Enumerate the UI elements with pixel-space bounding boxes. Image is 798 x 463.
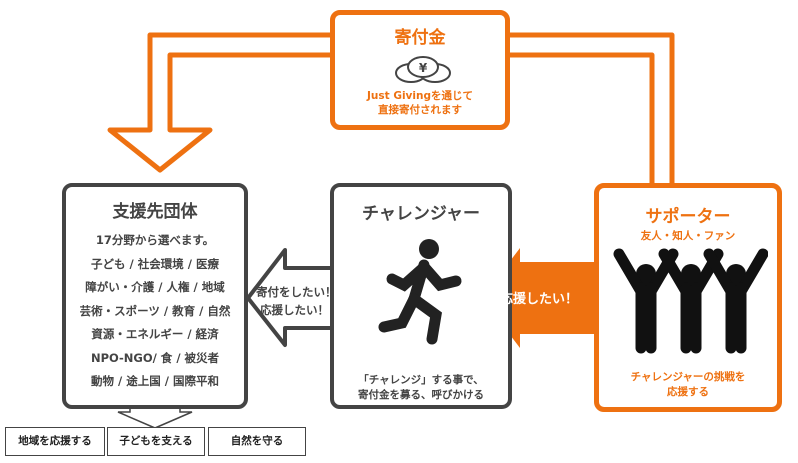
org-box: 支援先団体 17分野から選べます。 子ども / 社会環境 / 医療 障がい・介護… [62,183,248,409]
arrow-left-line2: 応援したい！ [260,303,329,317]
yen-coins-icon: ¥ [395,56,451,83]
running-person-icon [378,239,462,345]
challenger-desc2: 寄付金を募る、呼びかける [358,389,484,401]
svg-text:¥: ¥ [419,61,428,75]
org-field: 障がい・介護 / 人権 / 地域 [85,280,225,294]
donation-line2: 直接寄付されます [378,104,462,116]
donation-title: 寄付金 [394,28,446,48]
challenger-title: チャレンジャー [362,204,480,224]
org-field: 動物 / 途上国 / 国際平和 [91,374,219,388]
org-field: 子ども / 社会環境 / 医療 [91,256,219,271]
cheer-arrow-label: 応援したい！ [500,292,579,307]
support-arrow-grey [246,248,330,347]
cheering-people-icon [613,248,768,354]
supporter-desc2: 応援する [667,386,709,398]
category-box: 地域を応援する [5,427,105,456]
org-field: 資源・エネルギー / 経済 [91,327,219,341]
challenger-desc1: 「チャレンジ」する事で、 [358,374,484,386]
org-field: 芸術・スポーツ / 教育 / 自然 [79,303,231,318]
supporter-desc1: チャレンジャーの挑戦を [630,371,746,383]
donation-box: 寄付金 ¥ Just Givingを通じて直接寄付されます [330,10,510,130]
arrow-left-line1: 寄付をしたい！ [256,285,337,299]
challenger-box: チャレンジャー 「チャレンジ」する事で、寄付金を募る、呼びかける [330,183,512,409]
supporter-title: サポーター [645,207,731,227]
donation-line1: Just Givingを通じて [367,90,473,102]
supporter-box: サポーター 友人・知人・ファン チャレンジャーの挑戦を応援する [594,183,782,412]
supporter-subtitle: 友人・知人・ファン [640,230,736,242]
org-title: 支援先団体 [112,202,198,222]
category-box: 自然を守る [208,427,306,456]
org-field: NPO-NGO/ 食 / 被災者 [90,350,220,365]
category-box: 子どもを支える [107,427,205,456]
org-subtitle: 17分野から選べます。 [95,233,215,247]
